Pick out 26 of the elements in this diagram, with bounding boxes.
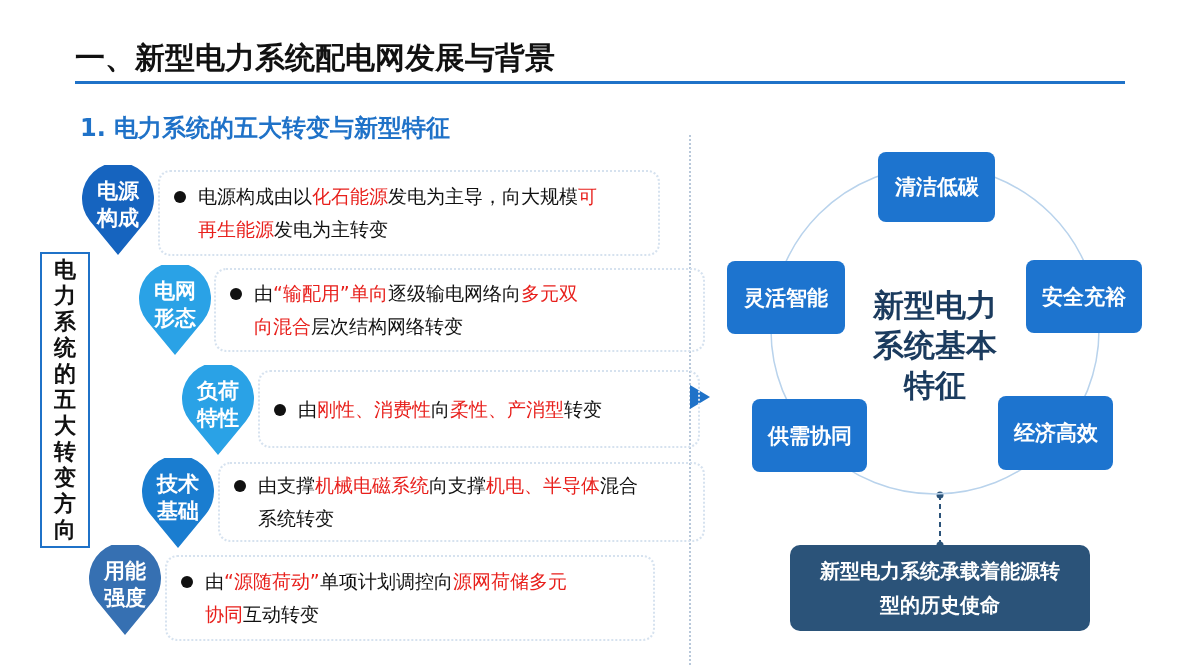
bullet-text: 电源构成由以化石能源发电为主导，向大规模可再生能源发电为主转变: [198, 184, 598, 242]
text-panel: [218, 462, 705, 542]
pin-marker: 电源构成: [82, 165, 154, 257]
text-panel: [214, 268, 705, 352]
text-panel: [158, 170, 660, 256]
pin-marker: 技术基础: [142, 458, 214, 550]
text-panel: [165, 555, 655, 641]
text-panel: [258, 370, 700, 448]
pin-marker: 电网形态: [139, 265, 211, 357]
slide-title: 一、新型电力系统配电网发展与背景: [75, 39, 555, 77]
feature-box: 安全充裕: [1026, 260, 1142, 333]
pin-marker: 用能强度: [89, 545, 161, 637]
feature-box: 经济高效: [998, 396, 1113, 470]
section-heading: 1. 电力系统的五大转变与新型特征: [80, 113, 451, 144]
pin-marker: 负荷特性: [182, 365, 254, 457]
feature-box: 供需协同: [752, 399, 867, 472]
feature-box: 灵活智能: [727, 261, 845, 334]
feature-box: 清洁低碳: [878, 152, 995, 222]
mission-box: 新型电力系统承载着能源转型的历史使命: [790, 545, 1090, 631]
bullet-text: 由支撑机械电磁系统向支撑机电、半导体混合系统转变: [258, 473, 638, 531]
center-heading: 新型电力系统基本特征: [872, 286, 998, 405]
bullet-text: 由“源随荷动”单项计划调控向源网荷储多元协同互动转变: [205, 569, 568, 627]
bullet-text: 由“输配用”单向逐级输电网络向多元双向混合层次结构网络转变: [254, 281, 579, 339]
label-box: [40, 252, 90, 548]
bullet-text: 由刚性、消费性向柔性、产消型转变: [298, 396, 603, 422]
vertical-heading: 电力系统的五大转变方向: [53, 257, 77, 543]
